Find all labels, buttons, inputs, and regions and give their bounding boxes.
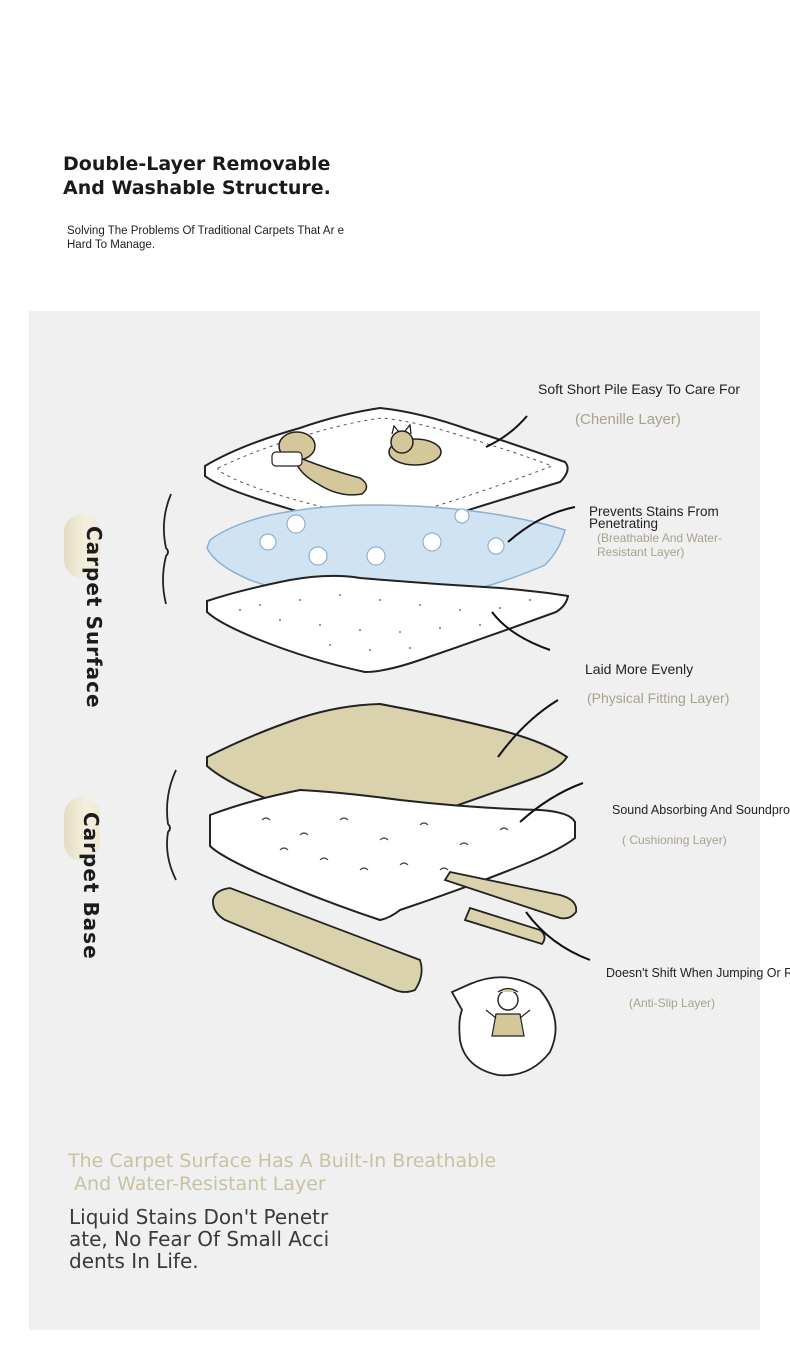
header: Double-Layer Removable And Washable Stru…: [63, 152, 393, 200]
waterproof-layer-sub-2: Resistant Layer): [597, 545, 685, 559]
title-line-1: Double-Layer Removable: [63, 153, 331, 175]
chenille-layer-graphic: [204, 406, 569, 534]
chenille-layer-sub: (Chenille Layer): [575, 411, 681, 428]
cushion-layer-label: Sound Absorbing And Soundpro: [612, 803, 790, 817]
speech-bubble-graphic: [450, 976, 557, 1077]
brace-marks: [162, 493, 177, 881]
base-pill: [64, 797, 100, 861]
footer-main-line-3: dents In Life.: [69, 1249, 199, 1273]
footer-main-text: Liquid Stains Don't Penetr ate, No Fear …: [69, 1206, 349, 1272]
waterproof-layer-label-2: Penetrating: [589, 516, 659, 531]
cushion-layer-sub: ( Cushioning Layer): [622, 833, 727, 847]
footer-accent-line-1: The Carpet Surface Has A Built-In Breath…: [68, 1150, 497, 1172]
carpet-base-label: Carpet Base: [79, 812, 103, 960]
footer-accent-heading: The Carpet Surface Has A Built-In Breath…: [68, 1150, 548, 1196]
anti-slip-layer-sub: (Anti-Slip Layer): [629, 996, 716, 1010]
waterproof-layer-sub-1: (Breathable And Water-: [597, 531, 722, 545]
cushion-layer-graphic: [209, 788, 576, 922]
anti-slip-layer-graphic: [212, 870, 578, 993]
surface-pill: [64, 514, 100, 578]
breathable-dot-layer-graphic: [206, 574, 570, 674]
chenille-layer-label: Soft Short Pile Easy To Care For: [538, 381, 741, 397]
leader-lines: [485, 415, 591, 961]
footer-main-line-1: Liquid Stains Don't Penetr: [69, 1205, 329, 1229]
title-line-2: And Washable Structure.: [63, 177, 331, 199]
footer-main-line-2: ate, No Fear Of Small Acci: [69, 1227, 330, 1251]
page-title: Double-Layer Removable And Washable Stru…: [63, 152, 393, 200]
fitting-layer-sub: (Physical Fitting Layer): [587, 690, 730, 706]
carpet-surface-label: Carpet Surface: [82, 526, 106, 709]
page-subtitle: Solving The Problems Of Traditional Carp…: [67, 225, 344, 251]
fitting-layer-label: Laid More Evenly: [585, 661, 694, 677]
footer-accent-line-2: And Water-Resistant Layer: [68, 1173, 326, 1195]
waterproof-layer-label-1: Prevents Stains From: [589, 504, 719, 519]
anti-slip-layer-label: Doesn't Shift When Jumping Or R: [606, 966, 790, 980]
